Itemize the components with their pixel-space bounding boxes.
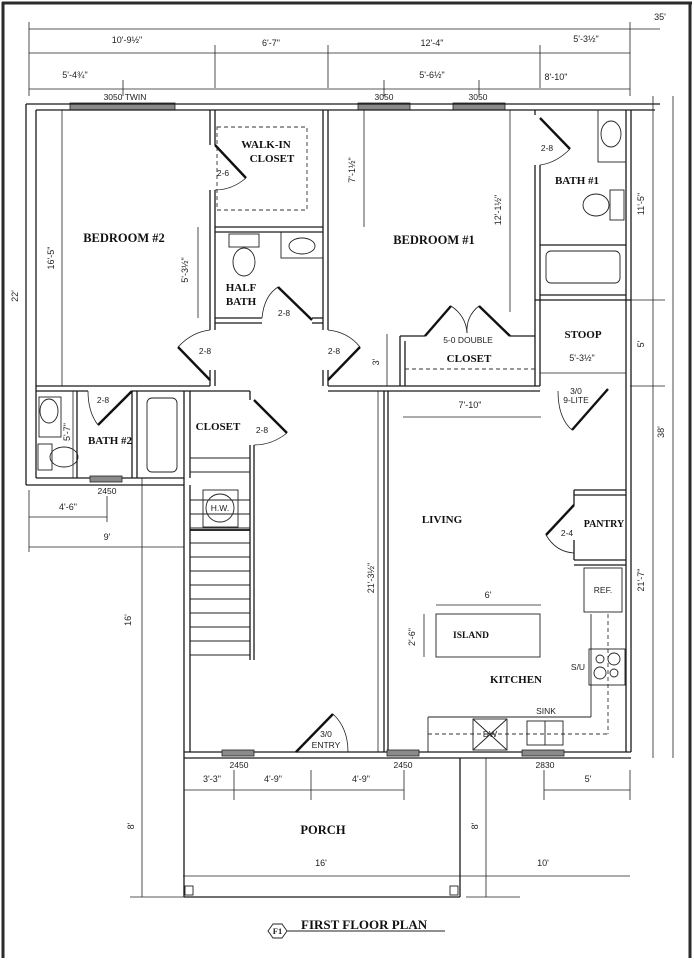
- window-label-bedroom1-b: 3050: [469, 92, 488, 102]
- room-half-bath-1: HALF: [226, 282, 257, 294]
- doors: 2-6 2-8 2-8 2-8 2-8 5-0 DOUBLE 3/0 9-LIT…: [87, 117, 609, 753]
- dim-half-bath: 5'-3½": [180, 257, 190, 282]
- interior-walls: H.W. REF.: [36, 109, 631, 752]
- dim-stoop-width: 5'-3½": [569, 353, 594, 363]
- dim-right-kitchen: 21'-7": [636, 569, 646, 592]
- stove: [588, 648, 626, 686]
- dim-right-bath1: 11'-5": [636, 193, 646, 215]
- dim-bath2-width: 9': [104, 532, 111, 542]
- dim-porch-right: 10': [537, 858, 549, 868]
- door-label-half-bath: 2-8: [278, 308, 291, 318]
- door-label-bath1: 2-8: [541, 143, 554, 153]
- sheet-marker: F1: [273, 926, 282, 936]
- window-label-bedroom2: 3050 TWIN: [104, 92, 147, 102]
- sink-label: SINK: [536, 706, 556, 716]
- dim-top-7: 8'-10": [545, 72, 568, 82]
- room-half-bath-2: BATH: [226, 296, 257, 308]
- dim-overall-width: 35': [654, 12, 666, 22]
- dishwasher: [472, 718, 508, 751]
- water-heater-icon: [205, 493, 235, 523]
- dim-bottom-right: 5': [585, 774, 592, 784]
- dim-top-1: 10'-9½": [112, 35, 142, 45]
- dim-top-3: 12'-4": [421, 38, 444, 48]
- room-living: LIVING: [422, 514, 463, 526]
- window-label-front-mid: 2450: [394, 760, 413, 770]
- dim-top-2: 6'-7": [262, 38, 280, 48]
- door-label-entry-2: ENTRY: [312, 740, 341, 750]
- drawing-title: F1 FIRST FLOOR PLAN: [267, 917, 445, 939]
- stairs: [190, 457, 250, 656]
- dim-closet-width: 7'-10": [459, 400, 482, 410]
- room-porch: PORCH: [300, 823, 345, 837]
- room-bath2: BATH #2: [88, 435, 133, 447]
- door-label-bath2: 2-8: [97, 395, 110, 405]
- window-label-bedroom1-a: 3050: [375, 92, 394, 102]
- refrigerator-label: REF.: [594, 585, 612, 595]
- window-label-front-left: 2450: [230, 760, 249, 770]
- room-walkin-1: WALK-IN: [241, 139, 291, 151]
- dim-hall: 3': [371, 358, 381, 365]
- dim-bath2: 5'-7": [62, 423, 72, 441]
- dim-top-6: 5'-6½": [419, 70, 444, 80]
- dim-bottom-3: 4'-9": [352, 774, 370, 784]
- kitchen-island: [435, 613, 541, 658]
- door-label-stoop-2: 9-LITE: [563, 395, 589, 405]
- room-bath1: BATH #1: [555, 175, 599, 187]
- refrigerator: [583, 567, 623, 613]
- room-labels: BEDROOM #2 WALK-IN CLOSET HALF BATH BEDR…: [83, 139, 625, 837]
- door-label-bedroom1: 2-8: [328, 346, 341, 356]
- dim-living: 21'-3½": [366, 563, 376, 593]
- room-walkin-2: CLOSET: [250, 153, 295, 165]
- door-label-bedroom2: 2-8: [199, 346, 212, 356]
- dim-right-stoop: 5': [636, 340, 646, 347]
- door-label-pantry: 2-4: [561, 528, 574, 538]
- dim-bedroom1: 12'-1½": [493, 195, 503, 225]
- window-kitchen: [521, 749, 565, 757]
- room-island: ISLAND: [453, 631, 489, 641]
- dim-top-5: 5'-4¾": [62, 70, 87, 80]
- dim-bottom-2: 4'-9": [264, 774, 282, 784]
- dim-island-width: 6': [485, 590, 492, 600]
- plan-title: FIRST FLOOR PLAN: [301, 917, 428, 932]
- top-dimensions: 35' 10'-9½" 6'-7" 12'-4" 5'-3½" 5'-4¾" 5…: [28, 12, 666, 96]
- door-label-closet: 2-8: [256, 425, 269, 435]
- dim-bedroom2-depth: 16'-5": [46, 247, 56, 270]
- dim-porch-right-depth: 8': [470, 822, 480, 829]
- dim-walkin: 7'-1½": [347, 157, 357, 182]
- dim-left-overall: 22': [10, 290, 20, 302]
- room-stoop: STOOP: [564, 329, 601, 341]
- room-pantry: PANTRY: [584, 519, 625, 530]
- dim-bottom-1: 3'-3": [203, 774, 221, 784]
- lower-windows: 2450 2450 2450 2830: [89, 475, 565, 770]
- room-kitchen: KITCHEN: [490, 674, 542, 686]
- dim-island-depth: 2'-6": [407, 628, 417, 646]
- room-double-closet: CLOSET: [447, 353, 492, 365]
- dim-top-4: 5'-3½": [573, 34, 598, 44]
- dim-porch-width: 16': [315, 858, 327, 868]
- window-front-mid: [386, 749, 420, 757]
- water-heater-box: [202, 489, 239, 528]
- interior-dimensions: 16'-5" 22' 5'-3½" 7'-1½" 12'-1½" 3' 5'-7…: [10, 110, 595, 897]
- window-label-kitchen: 2830: [536, 760, 555, 770]
- window-front-left: [221, 749, 255, 757]
- door-label-stoop-1: 3/0: [570, 386, 582, 396]
- dishwasher-label: DW: [483, 729, 497, 739]
- dim-right-overall: 38': [656, 426, 666, 438]
- room-closet: CLOSET: [196, 421, 241, 433]
- door-label-double-closet: 5-0 DOUBLE: [443, 335, 493, 345]
- window-label-bath2: 2450: [98, 486, 117, 496]
- room-bedroom1: BEDROOM #1: [393, 233, 475, 247]
- stove-label: S/U: [571, 662, 585, 672]
- water-heater-label: H.W.: [211, 503, 229, 513]
- window-bath2: [89, 475, 123, 483]
- room-bedroom2: BEDROOM #2: [83, 231, 165, 245]
- door-label-walkin: 2-6: [217, 168, 230, 178]
- exterior-walls: [25, 103, 660, 759]
- right-dimensions: 11'-5" 5' 38' 21'-7": [630, 96, 674, 758]
- dim-bath2-window: 4'-6": [59, 502, 77, 512]
- dim-left-16: 16': [123, 614, 133, 626]
- porch: 16' 10' 8' 8' 3'-3" 4'-9" 4'-9" 5': [126, 758, 631, 898]
- dim-porch-left: 8': [126, 822, 136, 829]
- door-label-entry-1: 3/0: [320, 729, 332, 739]
